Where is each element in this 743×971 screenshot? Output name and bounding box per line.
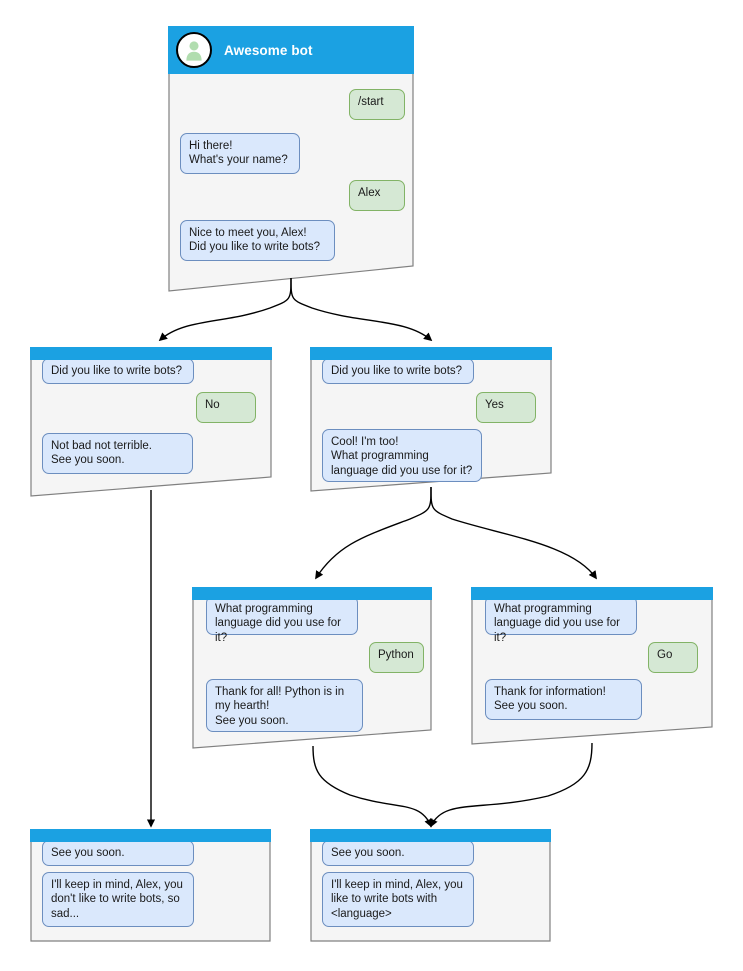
card-python-body: What programming language did you use fo… [192,587,432,749]
card-end-sad-body: See you soon. I'll keep in mind, Alex, y… [30,829,271,942]
card-end-sad[interactable]: See you soon. I'll keep in mind, Alex, y… [30,829,271,942]
message-bubble-user: Python [369,642,424,673]
edge-python-to-end-happy [312,745,433,828]
edge-go-to-end-happy [430,742,593,828]
message-bubble-bot: Nice to meet you, Alex! Did you like to … [180,220,335,261]
card-end-happy[interactable]: See you soon. I'll keep in mind, Alex, y… [310,829,551,942]
message-bubble-bot: What programming language did you use fo… [206,596,358,644]
card-go[interactable]: What programming language did you use fo… [471,587,713,745]
card-end-sad-header [30,829,271,842]
message-bubble-bot: I'll keep in mind, Alex, you don't like … [42,872,194,927]
message-bubble-bot: What programming language did you use fo… [485,596,637,644]
card-no[interactable]: Did you like to write bots? No Not bad n… [30,347,272,497]
card-python[interactable]: What programming language did you use fo… [192,587,432,749]
card-python-header [192,587,432,600]
card-end-happy-header [310,829,551,842]
edge-yes-to-python [315,486,432,580]
card-start[interactable]: Awesome bot /start Hi there! What's your… [168,26,414,292]
card-go-header [471,587,713,600]
message-bubble-bot: Hi there! What's your name? [180,133,300,174]
message-bubble-user: Yes [476,392,536,423]
message-bubble-user: Alex [349,180,405,211]
card-end-happy-body: See you soon. I'll keep in mind, Alex, y… [310,829,551,942]
card-no-body: Did you like to write bots? No Not bad n… [30,347,272,497]
message-bubble-user: Go [648,642,698,673]
message-bubble-user: /start [349,89,405,120]
message-bubble-bot: Did you like to write bots? [322,358,474,384]
message-bubble-bot: See you soon. [322,840,474,866]
card-start-body: /start Hi there! What's your name? Alex … [168,26,414,292]
message-bubble-bot: See you soon. [42,840,194,866]
card-no-header [30,347,272,360]
card-yes-body: Did you like to write bots? Yes Cool! I'… [310,347,552,492]
message-bubble-user: No [196,392,256,423]
message-bubble-bot: Did you like to write bots? [42,358,194,384]
message-bubble-bot: Thank for all! Python is in my hearth! S… [206,679,363,732]
card-go-body: What programming language did you use fo… [471,587,713,745]
message-bubble-bot: I'll keep in mind, Alex, you like to wri… [322,872,474,927]
person-avatar-icon [176,32,212,68]
card-start-title: Awesome bot [224,42,313,58]
card-yes-header [310,347,552,360]
edge-yes-to-go [430,486,597,580]
message-bubble-bot: Cool! I'm too! What programming language… [322,429,482,482]
card-yes[interactable]: Did you like to write bots? Yes Cool! I'… [310,347,552,492]
card-start-header: Awesome bot [168,26,414,74]
message-bubble-bot: Thank for information! See you soon. [485,679,642,720]
message-bubble-bot: Not bad not terrible. See you soon. [42,433,193,474]
